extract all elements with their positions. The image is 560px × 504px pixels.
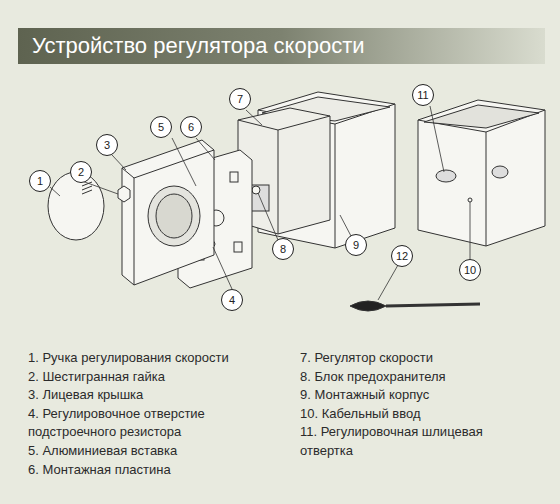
callout-number: 8 xyxy=(280,243,286,255)
callout-number: 6 xyxy=(188,121,194,133)
callout-number: 5 xyxy=(158,121,164,133)
part-label: 11. Регулировочная шлицевая отвертка xyxy=(300,423,528,460)
callout-number: 4 xyxy=(229,294,235,306)
callout-circle: 4 xyxy=(221,289,243,311)
callout-number: 10 xyxy=(464,264,476,276)
callout-number: 7 xyxy=(237,93,243,105)
open-housing xyxy=(418,100,545,246)
hex-nut xyxy=(118,186,130,202)
callout-number: 11 xyxy=(417,89,428,101)
callout-number: 9 xyxy=(353,239,359,251)
callout-circle: 10 xyxy=(459,259,481,281)
part-label: 9. Монтажный корпус xyxy=(300,386,528,405)
callout-number: 3 xyxy=(104,139,110,151)
part-label: 2. Шестигранная гайка xyxy=(28,368,256,387)
leader-lines xyxy=(50,106,470,300)
callout-circle: 6 xyxy=(180,116,202,138)
title: Устройство регулятора скорости xyxy=(32,33,365,59)
part-label: 10. Кабельный ввод xyxy=(300,405,528,424)
callout-circle: 5 xyxy=(150,116,172,138)
callout-number: 2 xyxy=(78,166,84,178)
front-cover xyxy=(122,140,214,285)
part-label: 6. Монтажная пластина xyxy=(28,461,256,480)
callout-circle: 8 xyxy=(272,238,294,260)
callout-circle: 12 xyxy=(391,245,413,267)
title-band: Устройство регулятора скорости xyxy=(18,28,545,64)
callout-circle: 3 xyxy=(96,134,118,156)
cable-entry xyxy=(436,170,456,182)
callout-circle: 11 xyxy=(412,84,434,106)
part-label: 1. Ручка регулирования скорости xyxy=(28,349,256,368)
callout-number: 12 xyxy=(396,250,408,262)
parts-list: 7. Регулятор скорости8. Блок предохранит… xyxy=(300,349,528,461)
part-label: 5. Алюминиевая вставка xyxy=(28,442,256,461)
part-label: 7. Регулятор скорости xyxy=(300,349,528,368)
callout-circle: 2 xyxy=(70,161,92,183)
parts-list: 1. Ручка регулирования скорости2. Шестиг… xyxy=(28,349,256,479)
callout-number: 1 xyxy=(37,175,43,187)
callout-circle: 9 xyxy=(345,234,367,256)
callout-circle: 7 xyxy=(229,88,251,110)
part-label: 8. Блок предохранителя xyxy=(300,368,528,387)
part-label: 3. Лицевая крышка xyxy=(28,386,256,405)
callout-circle: 1 xyxy=(29,170,51,192)
screwdriver xyxy=(350,301,386,311)
part-label: 4. Регулировочное отверстие подстроечног… xyxy=(28,405,256,442)
